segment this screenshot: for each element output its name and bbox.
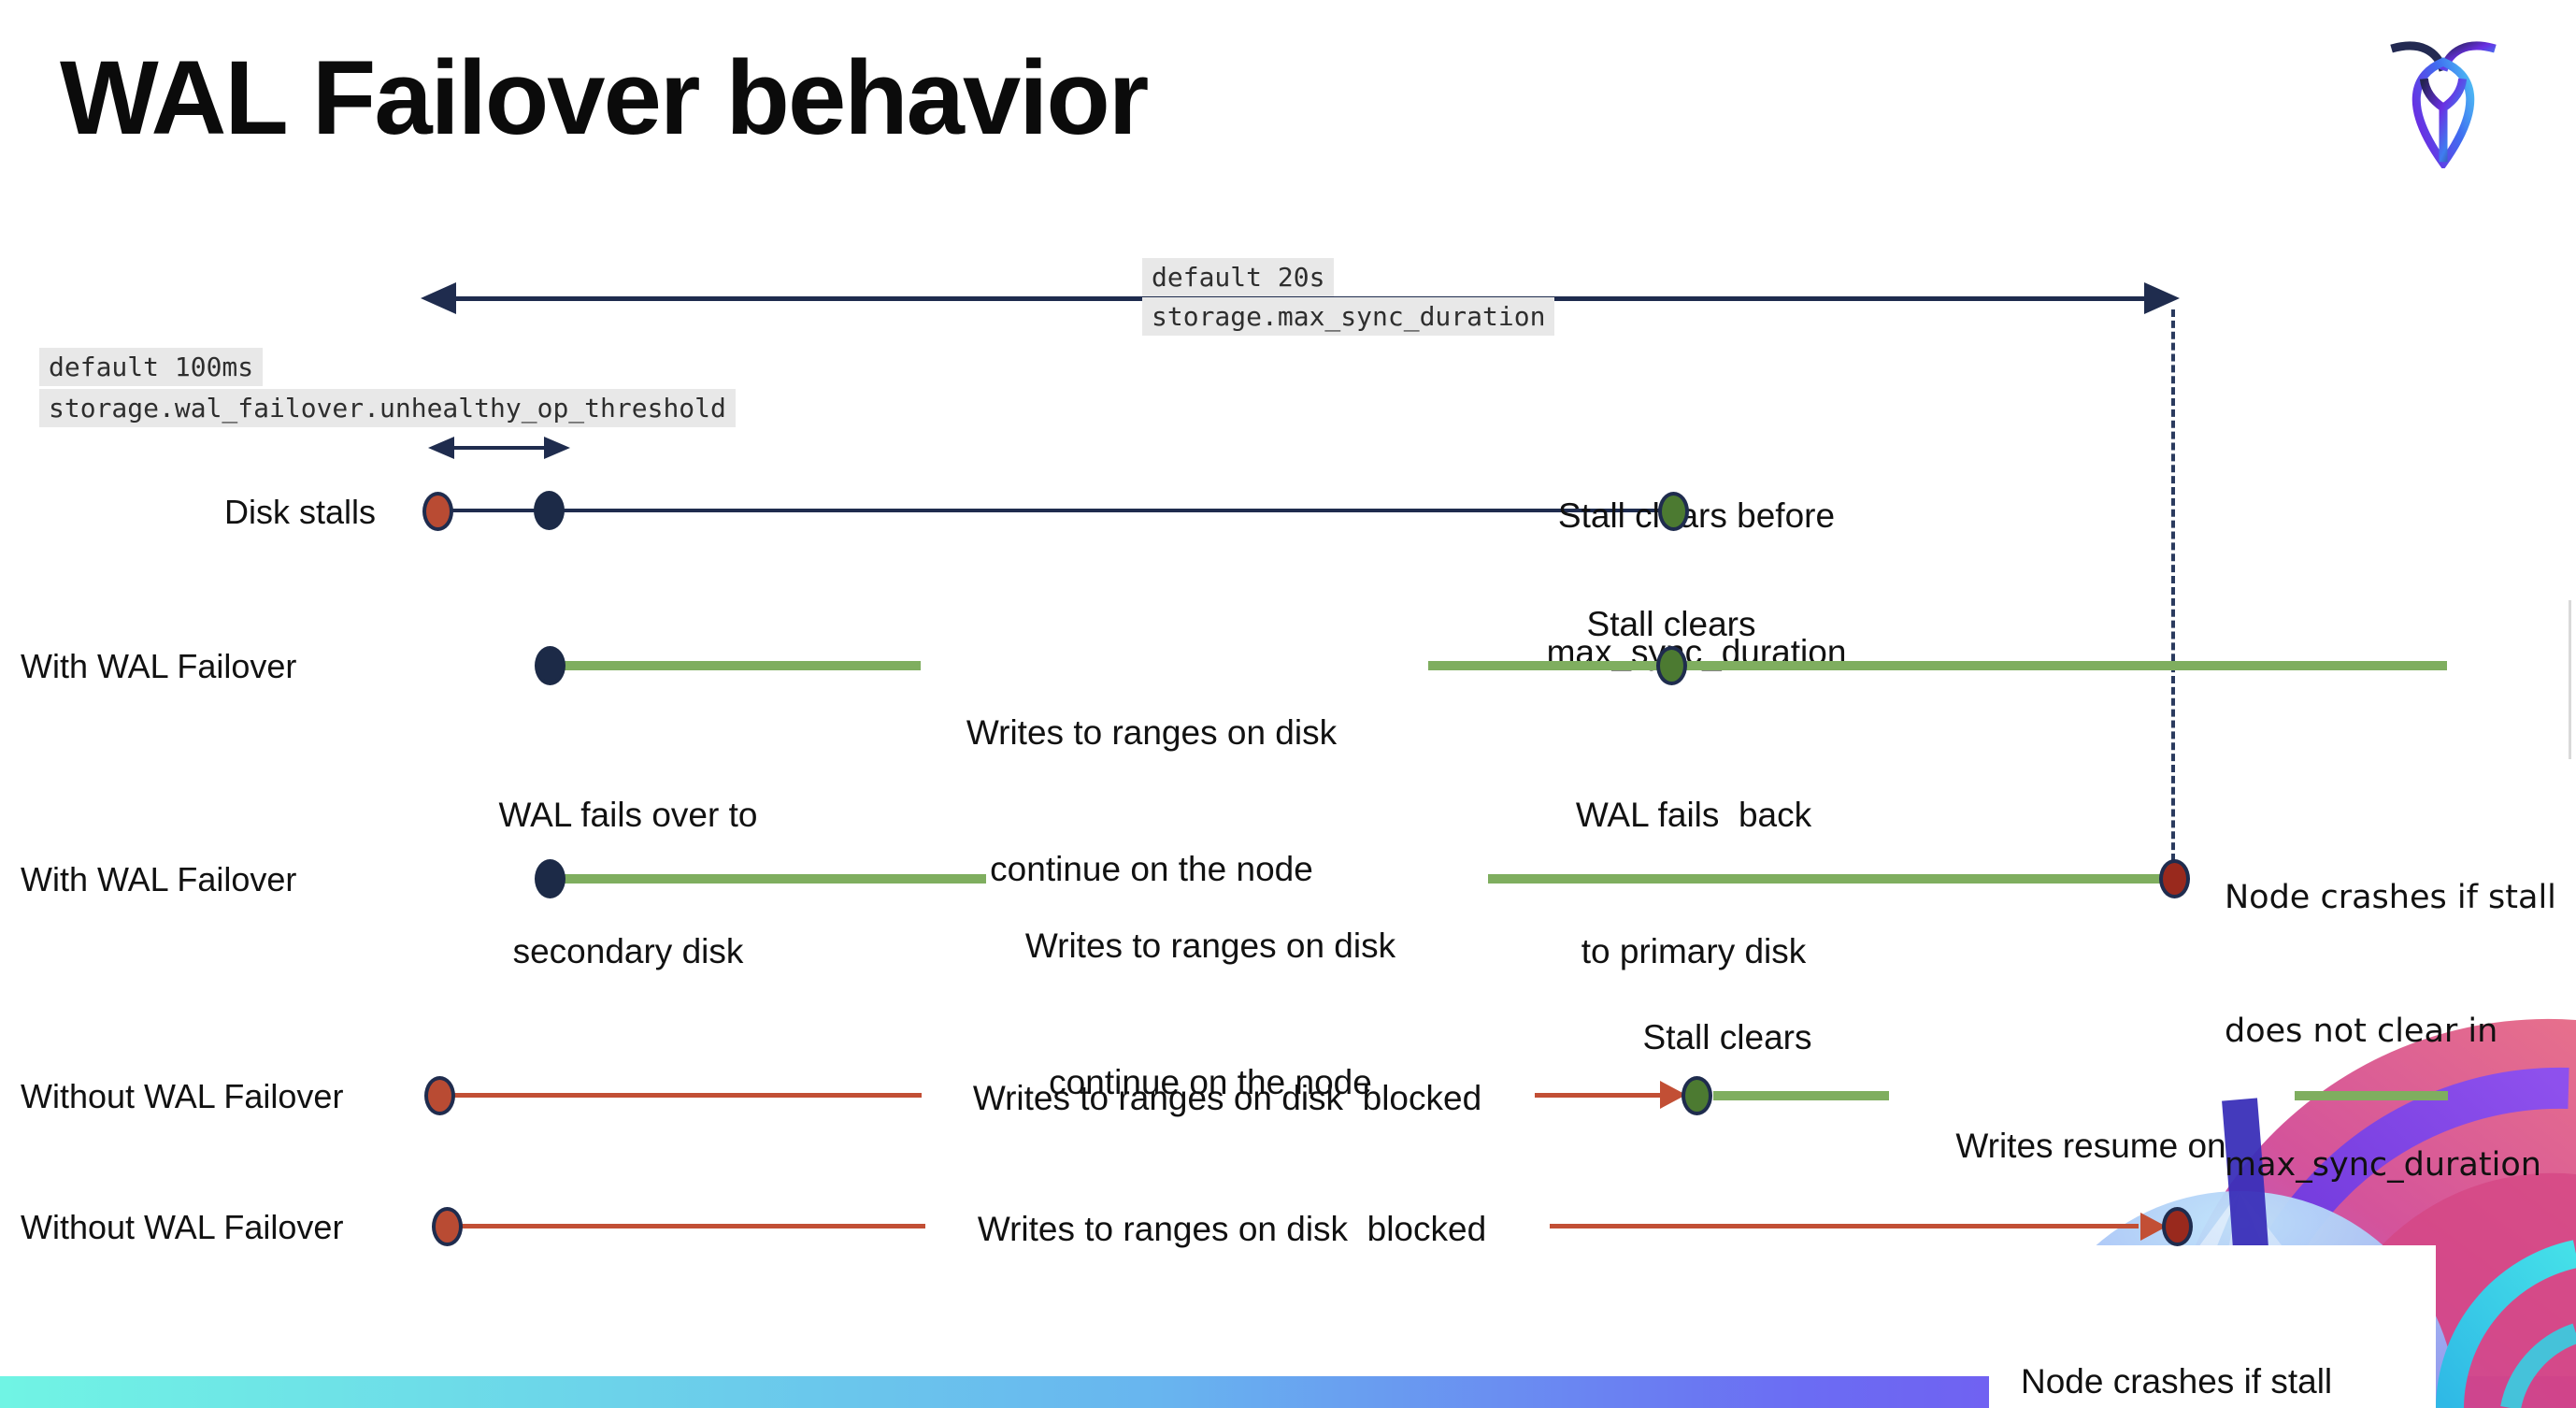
row-label-with-wal-failover-2: With WAL Failover <box>21 860 297 898</box>
row4-green-line-a <box>1713 1091 1889 1100</box>
row1-stall-start-dot <box>422 492 453 531</box>
row3-green-line-b <box>1488 874 2161 884</box>
note-wal-fails-back: WAL fails back to primary disk <box>1575 795 1812 971</box>
threshold-arrow-right-head-icon <box>544 437 570 459</box>
arrow-left-head-icon <box>421 282 456 314</box>
arrow-right-head-icon <box>2144 282 2180 314</box>
threshold-arrow-left-head-icon <box>428 437 454 459</box>
row2-green-line-b <box>1428 661 2447 670</box>
row1-threshold-dot <box>534 491 565 530</box>
max-sync-default-label: default 20s <box>1142 258 1335 296</box>
row-label-with-wal-failover-1: With WAL Failover <box>21 647 297 685</box>
row4-green-line-b <box>2295 1091 2448 1100</box>
threshold-default-label: default 100ms <box>39 348 264 386</box>
threshold-setting-label: storage.wal_failover.unhealthy_op_thresh… <box>39 389 736 427</box>
row5-red-line-a <box>449 1224 925 1228</box>
row-label-without-wal-failover-1: Without WAL Failover <box>21 1077 344 1115</box>
row4-red-line-a <box>441 1093 922 1098</box>
row5-crash-dot <box>2162 1207 2193 1246</box>
row1-stall-clears-dot <box>1658 492 1689 531</box>
row1-timeline <box>439 509 1673 512</box>
cockroachdb-logo-icon <box>2390 41 2497 168</box>
row4-stall-clears-dot <box>1682 1076 1712 1115</box>
deadline-dashed-line <box>2171 309 2175 861</box>
max-sync-setting-label: storage.max_sync_duration <box>1142 297 1555 336</box>
row2-stall-clears-dot <box>1656 646 1687 685</box>
note-writes-continue-row3: Writes to ranges on disk continue on the… <box>1024 926 1396 1102</box>
note-writes-blocked-row4: Writes to ranges on disk blocked <box>972 1079 1482 1117</box>
threshold-arrow-line <box>447 446 551 450</box>
note-writes-continue-row2: Writes to ranges on disk continue on the… <box>966 712 1338 889</box>
note-stall-clears-row4: Stall clears <box>1642 1018 1812 1056</box>
row-label-without-wal-failover-2: Without WAL Failover <box>21 1208 344 1246</box>
row2-failover-dot <box>535 646 565 685</box>
crash-note-box: Node crashes if stall does not clear in … <box>1989 1245 2436 1408</box>
row5-red-line-b <box>1550 1224 2139 1228</box>
row5-stall-start-dot <box>432 1207 463 1246</box>
note-node-crashes-row3: Node crashes if stall does not clear in … <box>2225 879 2556 1184</box>
note-wal-fails-over: WAL fails over to secondary disk <box>498 795 758 971</box>
note-node-crashes-row5: Node crashes if stall does not clear in … <box>2021 1361 2333 1401</box>
row2-green-line-a <box>562 661 921 670</box>
row3-failover-dot <box>535 859 565 898</box>
note-writes-blocked-row5: Writes to ranges on disk blocked <box>977 1210 1487 1248</box>
row4-red-line-b <box>1535 1093 1671 1098</box>
row3-green-line-a <box>562 874 986 884</box>
note-stall-clears-row2: Stall clears <box>1586 605 1756 643</box>
right-edge-line <box>2569 600 2571 759</box>
row4-stall-start-dot <box>424 1076 455 1115</box>
row-label-disk-stalls: Disk stalls <box>224 493 377 531</box>
page-title: WAL Failover behavior <box>60 39 1149 156</box>
row3-crash-dot <box>2159 859 2190 898</box>
